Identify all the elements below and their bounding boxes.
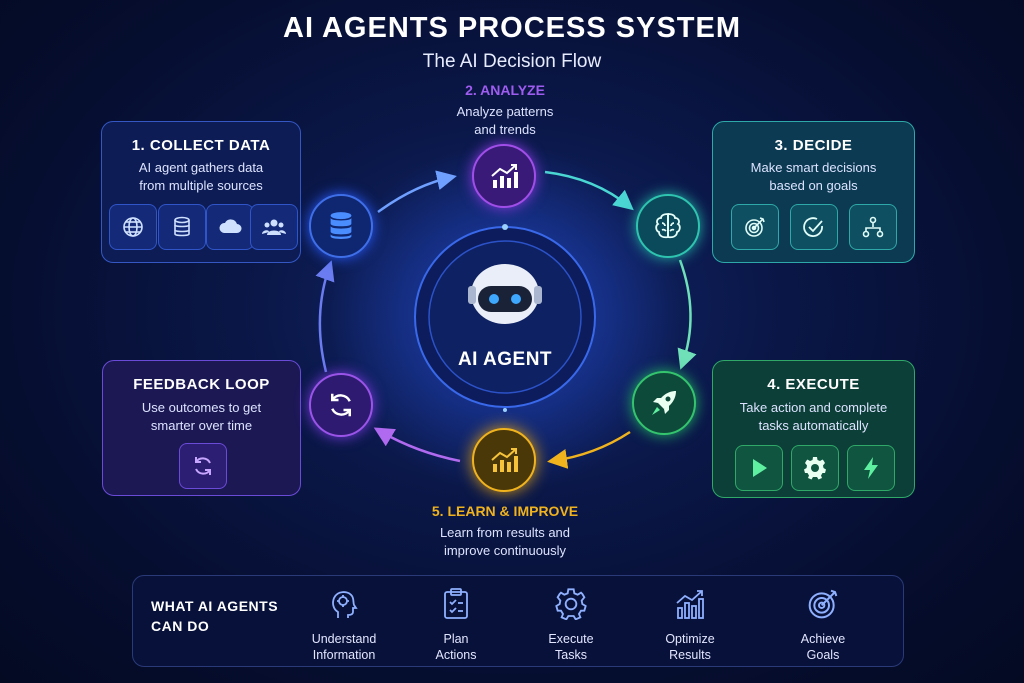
collect-data-desc-1: AI agent gathers data	[138, 160, 264, 175]
clipboard-icon	[444, 588, 468, 619]
target-icon	[808, 589, 838, 619]
robot-icon	[468, 264, 542, 324]
arrow-analyze-decide	[544, 170, 634, 211]
check-circle-icon	[790, 204, 838, 250]
center-label: AI AGENT	[457, 349, 553, 370]
analyze-desc-2: and trends	[474, 122, 536, 137]
database-icon	[158, 204, 206, 250]
learn-desc-2: improve continuously	[443, 543, 567, 558]
decide-desc-1: Make smart decisions	[750, 160, 877, 175]
capability-execute: Execute Tasks	[521, 588, 621, 663]
analyze-desc-1: Analyze patterns	[456, 104, 554, 119]
capability-optimize-line2: Results	[669, 648, 711, 662]
collect-data-desc-2: from multiple sources	[139, 178, 263, 193]
capabilities-heading-1: WHAT AI AGENTS	[151, 598, 279, 614]
page-subtitle: The AI Decision Flow	[422, 51, 602, 72]
capability-execute-line2: Tasks	[555, 648, 587, 662]
gear-icon	[555, 588, 587, 621]
growth-chart-icon	[491, 448, 518, 472]
collect-data-card: 1. COLLECT DATA AI agent gathers data fr…	[101, 121, 301, 263]
bar-chart-icon	[676, 590, 704, 619]
arrow-feedback-collect	[315, 260, 335, 373]
learn-title: 5. LEARN & IMPROVE	[431, 503, 579, 519]
collect-node	[309, 194, 373, 258]
play-icon	[735, 445, 783, 491]
database-icon	[330, 212, 352, 239]
feedback-loop-card: FEEDBACK LOOP Use outcomes to get smarte…	[102, 360, 301, 496]
learn-desc-1: Learn from results and	[439, 525, 571, 540]
capabilities-heading-2: CAN DO	[151, 618, 210, 634]
capability-optimize-line1: Optimize	[665, 632, 715, 646]
analyze-node	[472, 144, 536, 208]
rocket-icon	[652, 391, 676, 415]
execute-card: 4. EXECUTE Take action and complete task…	[712, 360, 915, 498]
learn-node	[472, 428, 536, 492]
arrow-decide-execute	[677, 259, 697, 370]
capability-plan-line1: Plan	[443, 632, 469, 646]
arrow-collect-analyze	[377, 170, 457, 214]
execute-desc-1: Take action and complete	[739, 400, 888, 415]
feedback-title: FEEDBACK LOOP	[133, 376, 270, 393]
chart-icon	[491, 164, 518, 188]
capability-understand: Understand Information	[294, 588, 394, 663]
capability-optimize: Optimize Results	[640, 588, 740, 663]
refresh-icon	[179, 443, 227, 489]
globe-icon	[109, 204, 157, 250]
execute-title: 4. EXECUTE	[767, 376, 860, 393]
analyze-title: 2. ANALYZE	[465, 82, 545, 98]
lightning-icon	[847, 445, 895, 491]
capability-execute-line1: Execute	[548, 632, 594, 646]
arrow-execute-learn	[547, 430, 631, 469]
refresh-icon	[331, 393, 351, 417]
capability-understand-line2: Information	[312, 648, 376, 662]
decide-card: 3. DECIDE Make smart decisions based on …	[712, 121, 915, 263]
target-icon	[731, 204, 779, 250]
decide-title: 3. DECIDE	[774, 137, 853, 154]
decide-desc-2: based on goals	[769, 178, 858, 193]
feedback-desc-2: smarter over time	[150, 418, 253, 433]
execute-desc-2: tasks automatically	[758, 418, 869, 433]
hierarchy-icon	[849, 204, 897, 250]
capability-plan: Plan Actions	[406, 588, 506, 663]
capability-achieve: Achieve Goals	[773, 588, 873, 663]
capability-plan-line2: Actions	[435, 648, 477, 662]
capability-achieve-line2: Goals	[806, 648, 840, 662]
feedback-desc-1: Use outcomes to get	[141, 400, 262, 415]
capability-understand-line1: Understand	[311, 632, 377, 646]
arrow-learn-feedback	[373, 427, 461, 463]
decide-node	[636, 194, 700, 258]
users-icon	[250, 204, 298, 250]
head-brain-icon	[332, 591, 358, 618]
feedback-node	[309, 373, 373, 437]
gear-icon	[791, 445, 839, 491]
capability-achieve-line1: Achieve	[800, 632, 846, 646]
capabilities-panel: WHAT AI AGENTS CAN DO Understand Informa…	[132, 575, 904, 667]
cloud-icon	[206, 204, 254, 250]
brain-icon	[655, 213, 681, 239]
collect-data-title: 1. COLLECT DATA	[131, 137, 271, 154]
execute-node	[632, 371, 696, 435]
page-title: AI AGENTS PROCESS SYSTEM	[283, 12, 741, 44]
